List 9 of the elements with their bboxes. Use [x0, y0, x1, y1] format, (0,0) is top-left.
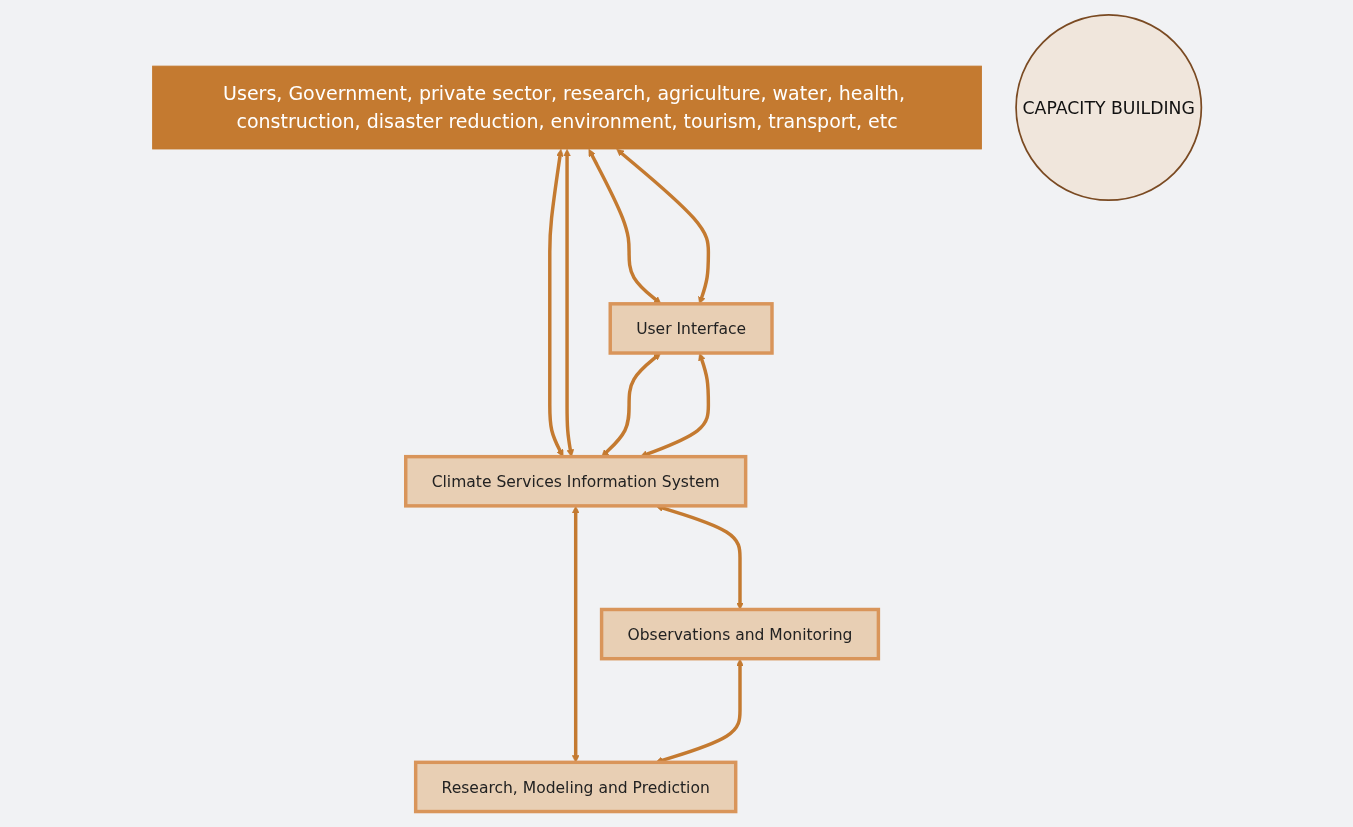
node-circle: CAPACITY BUILDING	[1014, 14, 1202, 202]
node-box: Users, Government, private sector, research, agriculture, water, health, construction, disaster reduction, environment, tourism, transport, etc	[151, 65, 982, 150]
node-box: User Interface	[608, 302, 774, 356]
node-box: Research, Modeling and Prediction	[413, 760, 737, 814]
arrow	[571, 506, 579, 763]
node-box: Climate Services Information System	[403, 455, 747, 508]
node-box: Observations and Monitoring	[599, 608, 880, 661]
arrow	[615, 149, 710, 305]
arrow	[588, 149, 661, 305]
